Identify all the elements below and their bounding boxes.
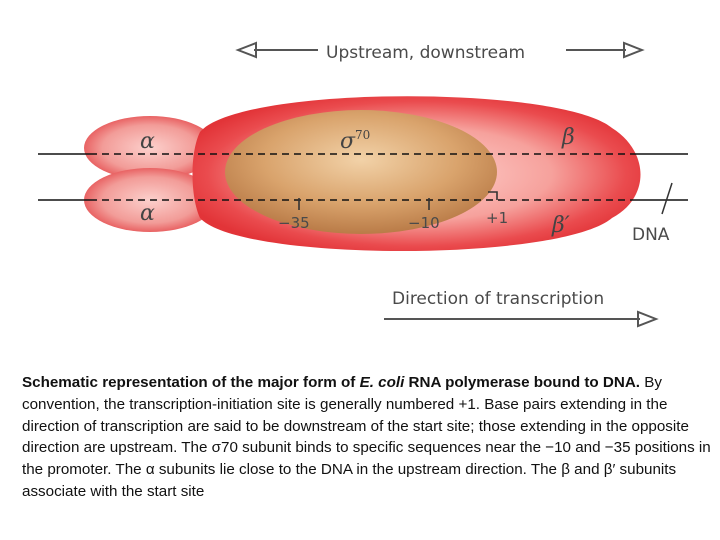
arrow-right-head-icon: [637, 310, 659, 328]
caption-body: By convention, the transcription-initiat…: [22, 374, 711, 500]
position-minus10-label: −10: [408, 214, 440, 232]
dna-strands: [38, 153, 688, 201]
sigma-symbol: σ: [340, 129, 356, 154]
caption-title: Schematic representation of the major fo…: [22, 374, 640, 391]
beta-label: β: [561, 125, 575, 150]
arrow-left-head-icon: [235, 41, 257, 59]
dna-label: DNA: [632, 225, 670, 245]
beta-prime-label: β′: [551, 213, 570, 238]
caption-title-part1: Schematic representation of the major fo…: [22, 374, 360, 391]
arrow-right-head-icon: [623, 41, 645, 59]
sigma-superscript: 70: [355, 128, 370, 142]
dna-callout-line: [661, 182, 673, 215]
promoter-position-ticks: [298, 191, 498, 210]
upstream-downstream-arrow: Upstream, downstream: [235, 41, 645, 63]
caption-title-part2: RNA polymerase bound to DNA.: [404, 374, 641, 391]
alpha-lower-label: α: [140, 201, 155, 226]
figure-caption: Schematic representation of the major fo…: [22, 372, 712, 503]
upstream-downstream-label: Upstream, downstream: [326, 43, 525, 63]
transcription-direction-arrow: Direction of transcription: [384, 289, 659, 328]
alpha-upper-label: α: [140, 129, 155, 154]
position-minus35-label: −35: [278, 214, 310, 232]
alpha-subunit-upper: [84, 116, 216, 180]
rna-polymerase-diagram: Upstream, downstream α α σ70 β β′ −35 −1…: [38, 41, 688, 328]
caption-title-species: E. coli: [359, 374, 405, 391]
transcription-direction-label: Direction of transcription: [392, 289, 604, 309]
start-site-bracket: [488, 191, 498, 200]
position-plus1-label: +1: [486, 209, 508, 227]
sigma-label: σ70: [340, 128, 370, 154]
